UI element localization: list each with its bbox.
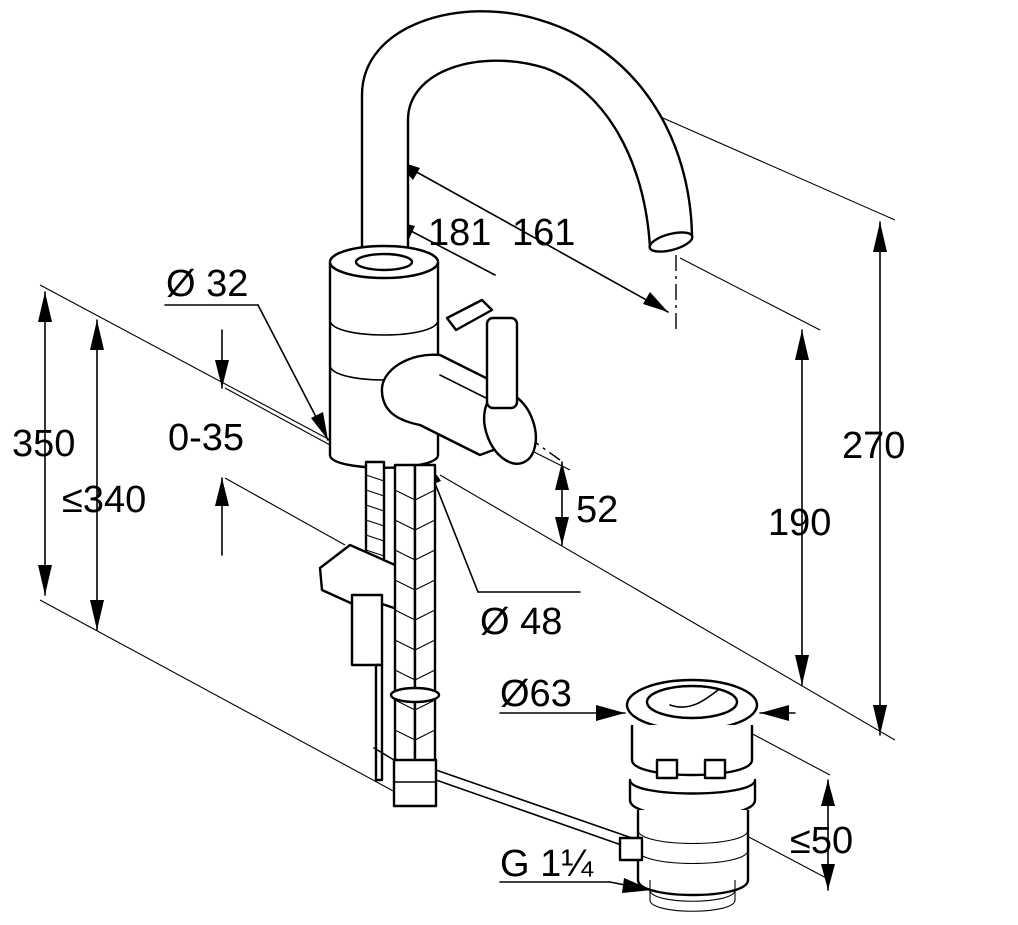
pull-rod: [435, 769, 633, 839]
label-0-35: 0-35: [168, 417, 244, 459]
label-350: 350: [12, 423, 75, 465]
faucet: [318, 10, 694, 849]
dimension-labels: 181 161 Ø 32 0-35 350 ≤340 52 Ø 48 190 2…: [12, 212, 905, 885]
spout: [360, 10, 694, 260]
label-190: 190: [768, 502, 831, 544]
label-diameter-63: Ø63: [500, 673, 572, 715]
flexible-hoses: [373, 463, 441, 808]
label-thread-g-1-1-4: G 1¼: [500, 843, 594, 885]
mounting-bracket: [318, 543, 402, 612]
label-le-50: ≤50: [790, 820, 853, 862]
label-161: 161: [512, 212, 575, 254]
label-le-340: ≤340: [62, 479, 146, 521]
threaded-rod: [364, 460, 386, 579]
label-diameter-32: Ø 32: [166, 263, 248, 305]
label-181: 181: [428, 212, 491, 254]
dimension-lines: [38, 140, 887, 893]
label-diameter-48: Ø 48: [480, 601, 562, 643]
drain-assembly: [618, 678, 759, 912]
label-52: 52: [576, 489, 618, 531]
label-270: 270: [842, 425, 905, 467]
